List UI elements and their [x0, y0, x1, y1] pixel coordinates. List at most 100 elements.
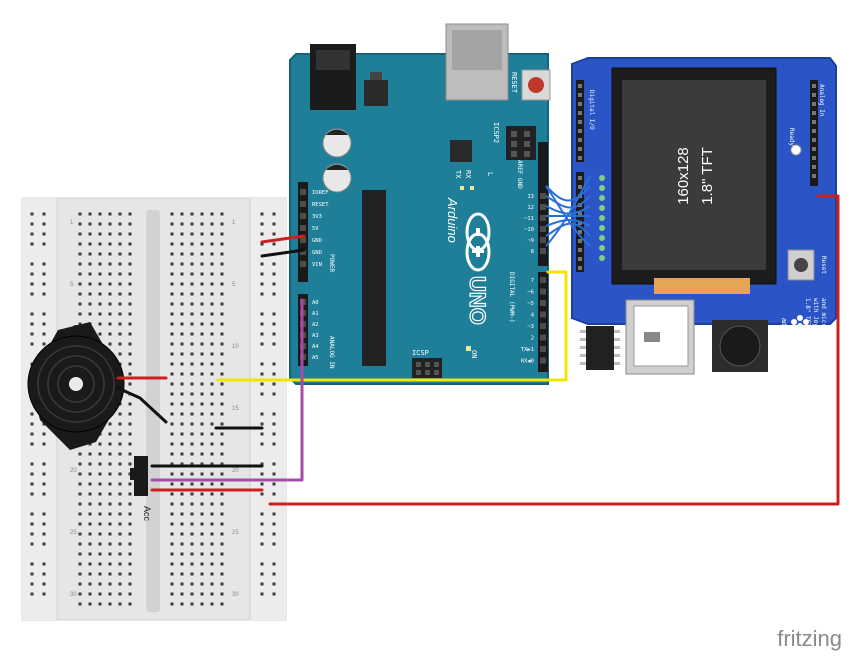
switch-body[interactable] — [134, 456, 148, 496]
rail-hole — [42, 292, 46, 296]
breadboard-hole — [108, 572, 112, 576]
breadboard-hole — [118, 562, 122, 566]
rail-hole — [30, 422, 34, 426]
row-number-left: 30 — [70, 592, 77, 598]
usb-controller-chip — [450, 140, 472, 162]
digital-pin-label: 7 — [531, 278, 534, 284]
buzzer-mount-hole-top — [71, 325, 81, 335]
icsp2-label: ICSP2 — [492, 122, 500, 143]
slide-switch[interactable]: Acc — [130, 456, 152, 522]
breadboard-hole — [170, 272, 174, 276]
breadboard-hole — [128, 582, 132, 586]
breadboard-hole — [108, 292, 112, 296]
breadboard-hole — [210, 602, 214, 606]
breadboard-hole — [128, 482, 132, 486]
rail-hole — [272, 432, 276, 436]
breadboard-hole — [88, 582, 92, 586]
breadboard-hole — [128, 312, 132, 316]
breadboard-hole — [88, 252, 92, 256]
breadboard-hole — [78, 502, 82, 506]
breadboard-hole — [88, 592, 92, 596]
breadboard-hole — [220, 342, 224, 346]
breadboard-hole — [180, 582, 184, 586]
breadboard-hole — [78, 522, 82, 526]
rail-hole — [272, 592, 276, 596]
rail-hole — [42, 222, 46, 226]
shield-description-line1: 1.8" TFT Shield — [804, 298, 811, 353]
breadboard-hole — [190, 322, 194, 326]
breadboard-hole — [170, 422, 174, 426]
breadboard-hole — [180, 212, 184, 216]
breadboard-hole — [128, 532, 132, 536]
digital-pin-label: ~3 — [527, 324, 534, 330]
breadboard-hole — [170, 232, 174, 236]
breadboard-hole — [128, 322, 132, 326]
on-led — [466, 346, 471, 351]
rail-hole — [30, 342, 34, 346]
breadboard-hole — [220, 452, 224, 456]
rail-hole — [272, 212, 276, 216]
rail-hole — [260, 462, 264, 466]
breadboard-hole — [98, 532, 102, 536]
breadboard-hole — [180, 252, 184, 256]
row-number-right: 25 — [232, 530, 239, 536]
shield-indicator-dot — [599, 225, 605, 231]
shield-reset-button-cap[interactable] — [794, 258, 808, 272]
breadboard-hole — [220, 372, 224, 376]
breadboard-hole — [170, 532, 174, 536]
breadboard-right-rail — [250, 198, 286, 620]
shield-indicator-dot — [599, 175, 605, 181]
breadboard-hole — [128, 242, 132, 246]
screen-resolution-text: 160x128 — [675, 147, 692, 205]
reset-button-cap[interactable] — [528, 77, 544, 93]
rail-hole — [42, 322, 46, 326]
rail-hole — [30, 482, 34, 486]
breadboard-hole — [190, 252, 194, 256]
breadboard-hole — [170, 442, 174, 446]
breadboard-hole — [210, 212, 214, 216]
breadboard-hole — [78, 282, 82, 286]
breadboard-hole — [98, 602, 102, 606]
breadboard-hole — [118, 412, 122, 416]
breadboard-hole — [180, 452, 184, 456]
breadboard-hole — [220, 412, 224, 416]
digital-pin-label: 2 — [531, 336, 534, 342]
breadboard-hole — [210, 452, 214, 456]
switch-lever[interactable] — [130, 468, 136, 480]
breadboard-hole — [200, 282, 204, 286]
breadboard-hole — [170, 482, 174, 486]
breadboard-hole — [98, 522, 102, 526]
breadboard-hole — [190, 552, 194, 556]
breadboard-hole — [200, 482, 204, 486]
breadboard-hole — [170, 212, 174, 216]
breadboard-hole — [190, 402, 194, 406]
tft-shield: Digital I/O Analog In Ready 160x128 1.8"… — [571, 57, 837, 375]
arduino-brand-text: Arduino — [445, 197, 460, 243]
breadboard-hole — [108, 332, 112, 336]
shield-driver-chip — [586, 326, 614, 370]
breadboard-hole — [190, 222, 194, 226]
rail-hole — [30, 492, 34, 496]
breadboard-hole — [190, 392, 194, 396]
breadboard-hole — [190, 582, 194, 586]
shield-driver-chip-pins — [580, 330, 620, 365]
rail-hole — [42, 532, 46, 536]
breadboard-hole — [98, 302, 102, 306]
breadboard-hole — [78, 242, 82, 246]
digital-pin — [540, 346, 546, 352]
breadboard-hole — [210, 592, 214, 596]
rail-hole — [260, 572, 264, 576]
breadboard-hole — [220, 312, 224, 316]
aref-label: AREF — [516, 160, 523, 175]
rail-hole — [30, 592, 34, 596]
rail-hole — [30, 572, 34, 576]
power-jack-inner — [316, 50, 350, 70]
icsp-pins — [416, 362, 439, 375]
breadboard-hole — [180, 372, 184, 376]
breadboard-hole — [220, 562, 224, 566]
joystick-knob[interactable] — [719, 325, 761, 367]
breadboard-hole — [190, 522, 194, 526]
rail-hole — [42, 572, 46, 576]
rail-hole — [30, 462, 34, 466]
rail-hole — [260, 222, 264, 226]
